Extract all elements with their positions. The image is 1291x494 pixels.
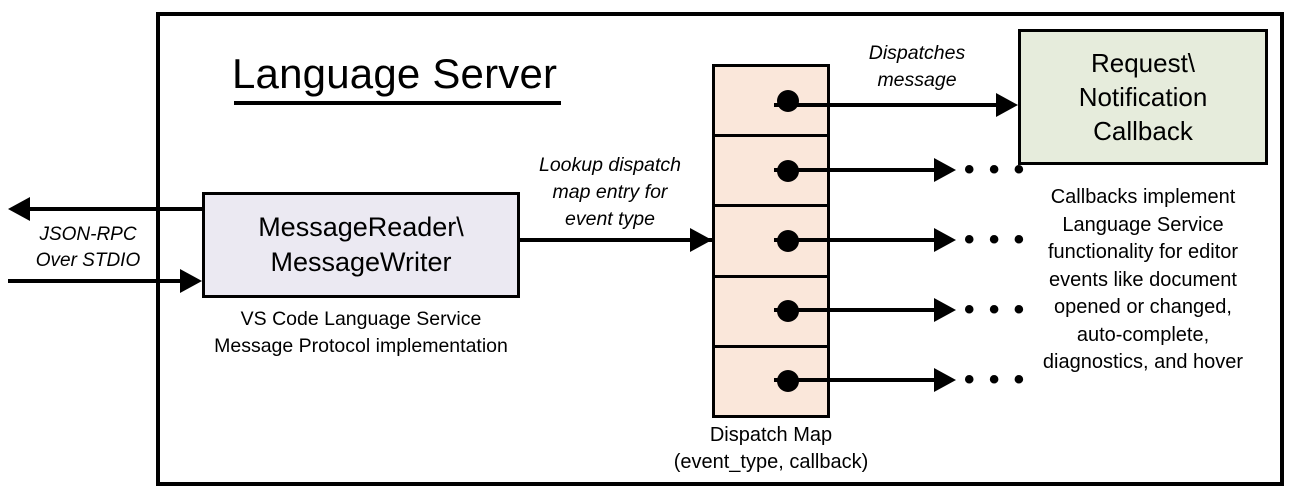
node-message-reader-writer[interactable]: MessageReader\ MessageWriter xyxy=(202,192,520,298)
dispatch-map-row[interactable] xyxy=(715,137,827,208)
dispatch-edge-line-2 xyxy=(774,168,934,172)
node-dispatch-map-caption: Dispatch Map (event_type, callback) xyxy=(631,422,911,476)
transport-outbound-arrowhead xyxy=(8,197,30,221)
node-callback-caption: Callbacks implement Language Service fun… xyxy=(1006,184,1280,377)
dispatch-edge-arrowhead-5 xyxy=(934,368,956,392)
dispatch-label-line1: Dispatches xyxy=(868,42,966,64)
callback-line3: Callback xyxy=(1093,116,1193,146)
dispatch-ellipsis-3: • • • xyxy=(964,223,1028,256)
node-request-notification-callback[interactable]: Request\ Notification Callback xyxy=(1018,29,1268,165)
transport-edge-label: JSON-RPC Over STDIO xyxy=(24,222,152,274)
dispatch-map-caption-line2: (event_type, callback) xyxy=(673,451,869,473)
lookup-edge-label: Lookup dispatch map entry for event type xyxy=(512,152,708,233)
callback-caption-line4: events like document xyxy=(1049,268,1237,291)
lookup-edge-arrowhead xyxy=(690,228,712,252)
dispatch-edge-line-5 xyxy=(774,378,934,382)
callback-caption-line7: diagnostics, and hover xyxy=(1042,351,1244,373)
dispatch-map-caption-line1: Dispatch Map xyxy=(709,424,833,446)
node-message-reader-writer-caption: VS Code Language Service Message Protoco… xyxy=(190,306,532,360)
dispatch-edge-label: Dispatches message xyxy=(833,40,1001,94)
page-title-underline xyxy=(234,101,561,105)
dispatch-edge-line-3 xyxy=(774,238,934,242)
transport-inbound-line xyxy=(8,279,180,283)
lookup-label-line2: map entry for xyxy=(552,181,668,203)
dispatch-label-line2: message xyxy=(877,69,957,91)
callback-caption-line5: opened or changed, xyxy=(1054,296,1232,318)
transport-inbound-arrowhead xyxy=(180,269,202,293)
callback-line2: Notification xyxy=(1078,82,1208,112)
dispatch-map-row[interactable] xyxy=(715,278,827,348)
message-rw-line1: MessageReader\ xyxy=(258,212,464,242)
dispatch-edge-arrowhead-3 xyxy=(934,228,956,252)
lookup-edge-line xyxy=(520,238,712,242)
transport-label-line1: JSON-RPC xyxy=(39,224,137,245)
callback-caption-line6: auto-complete, xyxy=(1076,323,1210,346)
dispatch-ellipsis-5: • • • xyxy=(964,363,1028,396)
dispatch-map-row[interactable] xyxy=(715,207,827,278)
dispatch-edge-line-4 xyxy=(774,308,934,312)
lookup-label-line3: event type xyxy=(565,208,655,230)
dispatch-edge-arrowhead-1 xyxy=(996,93,1018,117)
dispatch-ellipsis-4: • • • xyxy=(964,293,1028,326)
callback-caption-line3: functionality for editor xyxy=(1047,241,1239,263)
lookup-label-line1: Lookup dispatch xyxy=(538,154,682,176)
dispatch-entry-dot xyxy=(777,89,799,112)
dispatch-edge-arrowhead-2 xyxy=(934,158,956,182)
dispatch-edge-arrowhead-4 xyxy=(934,298,956,322)
callback-caption-line2: Language Service xyxy=(1062,213,1224,236)
message-rw-caption-line2: Message Protocol implementation xyxy=(214,335,508,357)
transport-label-line2: Over STDIO xyxy=(35,250,141,271)
page-title: Language Server xyxy=(232,50,558,97)
message-rw-caption-line1: VS Code Language Service xyxy=(240,308,482,330)
dispatch-edge-line-1 xyxy=(774,103,996,107)
language-server-boundary xyxy=(156,12,1284,486)
callback-line1: Request\ xyxy=(1090,48,1196,78)
message-rw-line2: MessageWriter xyxy=(270,247,452,277)
callback-caption-line1: Callbacks implement xyxy=(1050,186,1236,208)
transport-outbound-line xyxy=(30,207,202,211)
dispatch-ellipsis-2: • • • xyxy=(964,153,1028,186)
